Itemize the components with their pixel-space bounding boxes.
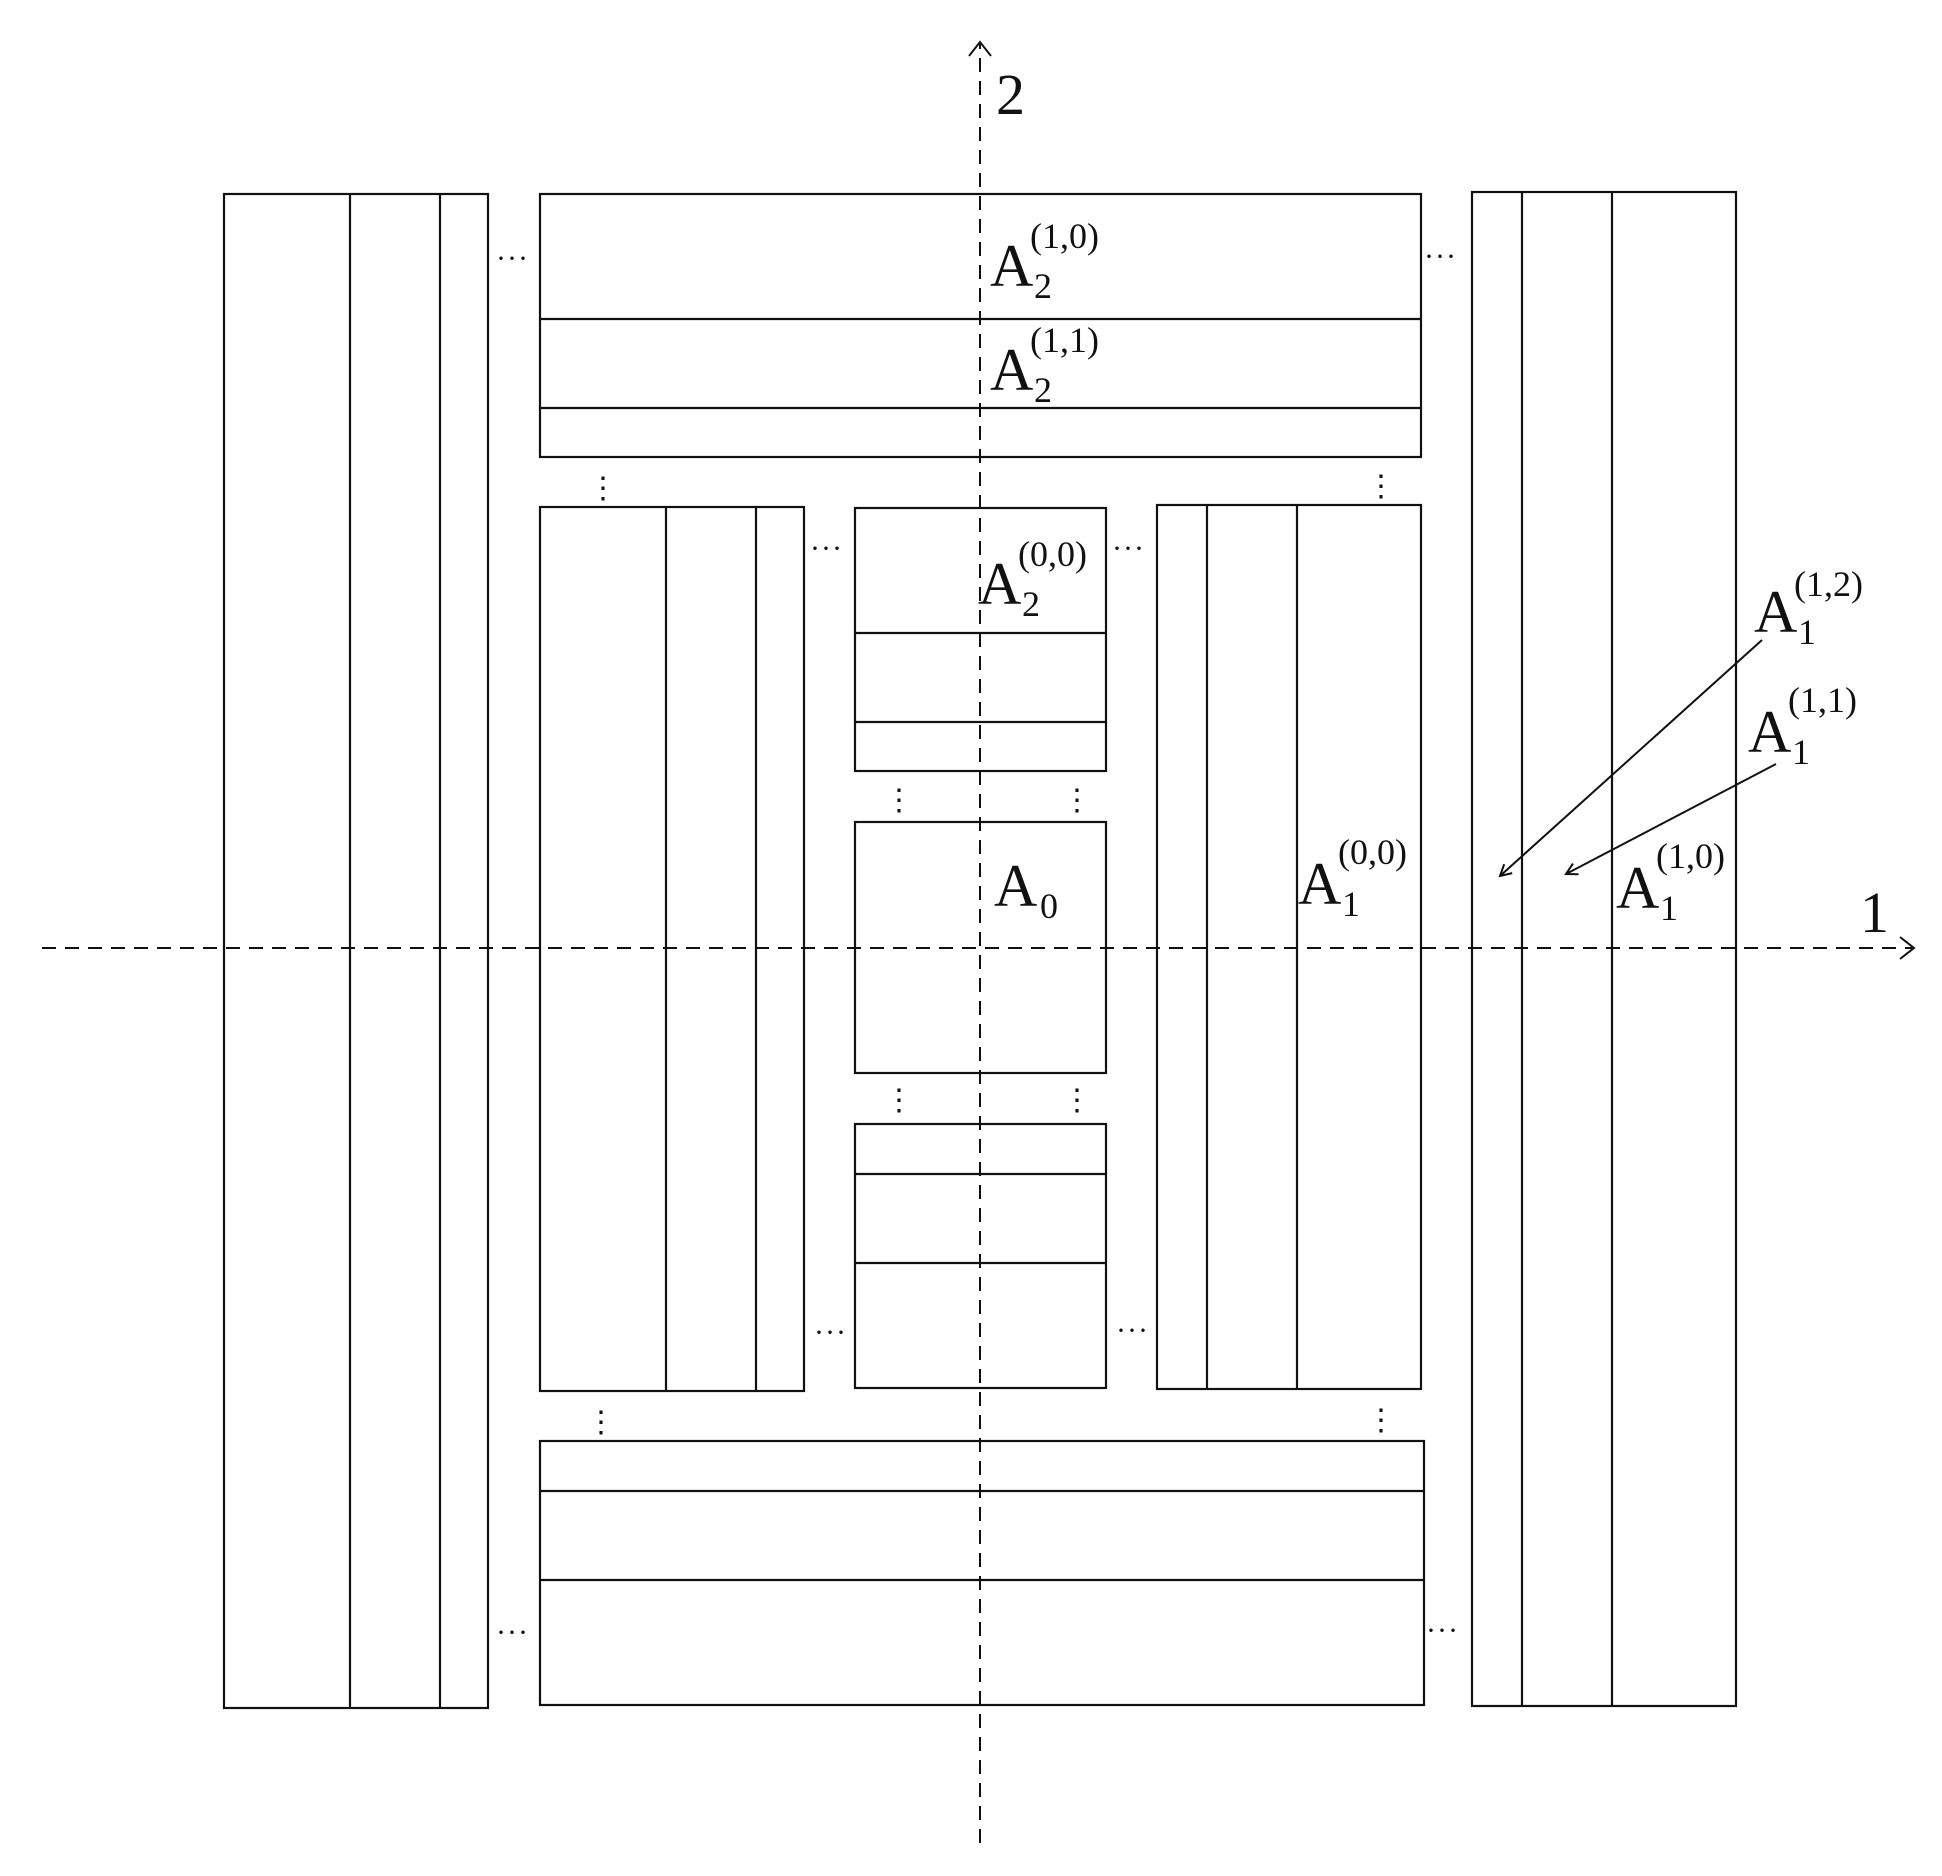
label-a1-00-base: A <box>1298 851 1341 917</box>
ellipsis-h-bottom-left: ··· <box>496 1616 529 1649</box>
ellipsis-h-inner-bottom-left: ··· <box>814 1316 847 1349</box>
label-a1-00-sup: (0,0) <box>1338 832 1407 872</box>
ellipsis-h-inner-top-right: ··· <box>1112 532 1145 565</box>
axes <box>42 40 1916 1843</box>
label-a2-11-sup: (1,1) <box>1030 320 1099 360</box>
ellipsis-h-top-left: ··· <box>496 242 529 275</box>
label-a1-12-sup: (1,2) <box>1794 564 1863 604</box>
label-a1-10-base: A <box>1616 855 1659 921</box>
vertical-axis-arrowhead <box>968 40 992 57</box>
label-a2-00: A 2 (0,0) <box>978 534 1087 624</box>
label-a0: A 0 <box>994 853 1058 926</box>
label-a2-11-sub: 2 <box>1034 370 1052 410</box>
label-a2-10-sub: 2 <box>1034 266 1052 306</box>
label-a2-10: A 2 (1,0) <box>990 216 1099 306</box>
ellipsis-v-top-left: ⋮ <box>588 472 619 505</box>
label-a2-10-base: A <box>990 233 1033 299</box>
ellipsis-v-mid-lower-left: ⋮ <box>884 1084 915 1117</box>
ellipsis-v-top-right: ⋮ <box>1366 470 1397 503</box>
label-a1-10-sup: (1,0) <box>1656 836 1725 876</box>
arrow-a1-12 <box>1500 639 1763 876</box>
label-a0-sub: 0 <box>1040 886 1058 926</box>
ellipsis-v-bottom-right: ⋮ <box>1366 1404 1397 1437</box>
label-a1-00-sub: 1 <box>1342 884 1360 924</box>
label-a2-10-sup: (1,0) <box>1030 216 1099 256</box>
ellipsis-v-mid-upper-left: ⋮ <box>884 784 915 817</box>
vertical-axis-label: 2 <box>996 62 1025 127</box>
leader-arrows <box>1500 639 1777 876</box>
vertical-ellipses: ⋮ ⋮ ⋮ ⋮ ⋮ ⋮ ⋮ ⋮ <box>586 470 1397 1439</box>
label-a2-11-base: A <box>990 337 1033 403</box>
label-a1-10-sub: 1 <box>1660 888 1678 928</box>
ellipsis-h-top-right: ··· <box>1424 240 1457 273</box>
ellipsis-h-bottom-right: ··· <box>1426 1614 1459 1647</box>
ellipsis-h-inner-top-left: ··· <box>810 532 843 565</box>
ellipsis-v-bottom-left: ⋮ <box>586 1406 617 1439</box>
label-a1-11-sub: 1 <box>1792 732 1810 772</box>
label-a2-00-sup: (0,0) <box>1018 534 1087 574</box>
label-a1-12-base: A <box>1754 579 1797 645</box>
ellipsis-v-mid-upper-right: ⋮ <box>1062 784 1093 817</box>
label-a1-11: A 1 (1,1) <box>1748 680 1857 772</box>
label-a1-10: A 1 (1,0) <box>1616 836 1725 928</box>
label-a0-base: A <box>994 853 1037 919</box>
ellipsis-h-inner-bottom-right: ··· <box>1116 1314 1149 1347</box>
bottom-block <box>538 1439 1426 1707</box>
horizontal-axis-arrowhead <box>1899 936 1916 960</box>
arrow-a1-11 <box>1566 763 1777 874</box>
structure-boxes <box>222 190 1738 1710</box>
label-a1-12: A 1 (1,2) <box>1754 564 1863 652</box>
outer-right-block <box>1470 190 1738 1708</box>
label-a1-00: A 1 (0,0) <box>1298 832 1407 924</box>
label-a1-11-sup: (1,1) <box>1788 680 1857 720</box>
top-block <box>538 192 1423 459</box>
label-a2-00-sub: 2 <box>1022 584 1040 624</box>
horizontal-axis-label: 1 <box>1860 880 1889 945</box>
label-a2-11: A 2 (1,1) <box>990 320 1099 410</box>
ellipsis-v-mid-lower-right: ⋮ <box>1062 1084 1093 1117</box>
label-a2-00-base: A <box>978 551 1021 617</box>
horizontal-ellipses: ··· ··· ··· ··· ··· ··· ··· ··· <box>496 240 1459 1649</box>
label-a1-12-sub: 1 <box>1798 612 1816 652</box>
outer-left-block <box>222 192 490 1710</box>
label-a1-11-base: A <box>1748 699 1791 765</box>
